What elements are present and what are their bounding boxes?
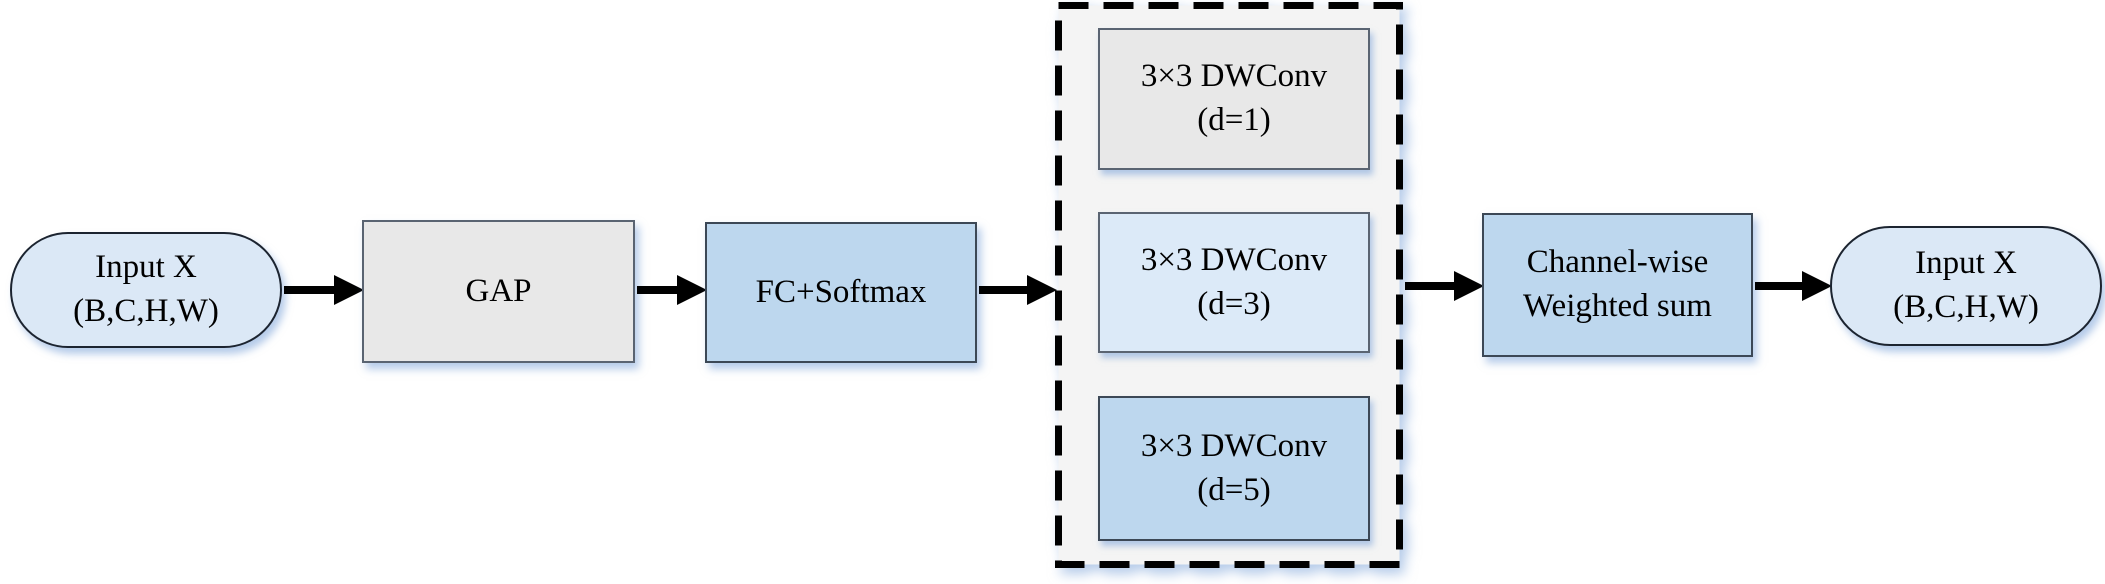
arrow-shaft	[1755, 282, 1806, 290]
arrow-shaft	[637, 286, 681, 294]
arrow-shaft	[1405, 282, 1458, 290]
arrow-shaft	[979, 286, 1031, 294]
arrow-input-to-gap	[284, 275, 364, 305]
arrowhead-icon	[677, 275, 707, 305]
node-dwconv-d3-line2: (d=3)	[1197, 285, 1271, 322]
node-weighted-sum-line1: Channel-wise	[1526, 244, 1709, 281]
node-weighted-sum-line2: Weighted sum	[1523, 288, 1712, 324]
arrowhead-icon	[334, 275, 364, 305]
node-fc-softmax-label: FC+Softmax	[755, 273, 927, 310]
dwconv-branch-container: 3×3 DWConv (d=1) 3×3 DWConv (d=3) 3×3 DW…	[1055, 2, 1403, 568]
arrow-sum-to-output	[1755, 271, 1832, 301]
arrowhead-icon	[1802, 271, 1832, 301]
node-dwconv-d1: 3×3 DWConv (d=1)	[1098, 28, 1370, 170]
node-dwconv-d3-line1: 3×3 DWConv	[1140, 241, 1328, 278]
node-dwconv-d5-line1: 3×3 DWConv	[1140, 427, 1328, 464]
arrowhead-icon	[1027, 275, 1057, 305]
node-dwconv-d5: 3×3 DWConv (d=5)	[1098, 396, 1370, 541]
node-dwconv-d1-line2: (d=1)	[1197, 102, 1271, 138]
node-input-x: Input X (B,C,H,W)	[10, 232, 282, 348]
node-dwconv-d3: 3×3 DWConv (d=3)	[1098, 212, 1370, 353]
node-dwconv-d5-line2: (d=5)	[1197, 471, 1271, 508]
arrow-branches-to-sum	[1405, 271, 1484, 301]
arrow-fc-to-branches	[979, 275, 1057, 305]
node-output-x: Input X (B,C,H,W)	[1830, 226, 2102, 346]
node-input-x-line2: (B,C,H,W)	[73, 293, 219, 329]
node-output-x-line1: Input X	[1915, 245, 2017, 282]
node-weighted-sum: Channel-wise Weighted sum	[1482, 213, 1753, 357]
node-input-x-line1: Input X	[95, 249, 197, 286]
arrowhead-icon	[1454, 271, 1484, 301]
arrow-shaft	[284, 286, 338, 294]
node-fc-softmax: FC+Softmax	[705, 222, 977, 363]
arrow-gap-to-fc	[637, 275, 707, 305]
node-gap-label: GAP	[465, 272, 532, 309]
node-dwconv-d1-line1: 3×3 DWConv	[1140, 58, 1328, 95]
node-output-x-line2: (B,C,H,W)	[1893, 289, 2039, 325]
node-gap: GAP	[362, 220, 635, 363]
